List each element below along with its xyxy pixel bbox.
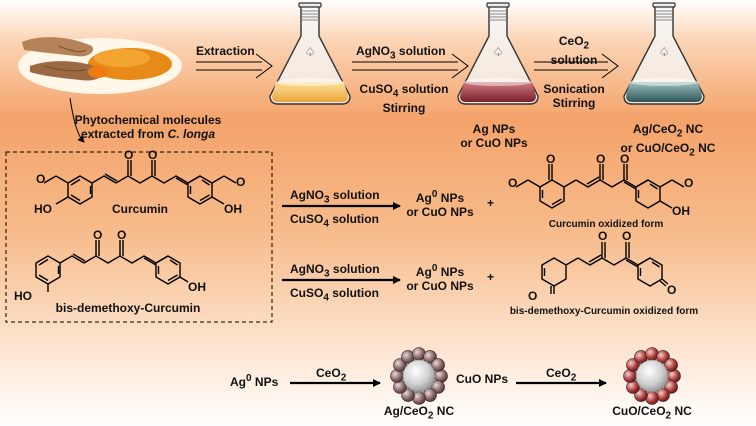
process-arrows [69, 53, 619, 143]
flask-icon: ♤ [269, 2, 351, 105]
ag-ceo2-label: Ag/CeO2 NC [383, 404, 455, 422]
bdmc-oxidized-structure [541, 242, 669, 294]
atom-oh: OH [224, 202, 242, 216]
atom-o: O [528, 289, 538, 303]
atom-oh: OH [672, 204, 690, 218]
agno3-label: AgNO3 solution [290, 188, 380, 206]
agno3-label: AgNO3 solution [356, 44, 446, 62]
curcumin-oxidized-label: Curcumin oxidized form [548, 219, 664, 230]
turmeric-image [18, 37, 182, 94]
cuso4-label: CuSO4 solution [290, 212, 379, 230]
atom-o: O [546, 152, 556, 166]
plus-sign: + [487, 196, 495, 210]
atom-ho: HO [34, 202, 52, 216]
atom-o: O [148, 148, 158, 162]
atom-o: O [684, 176, 694, 190]
bdmc-oxidized-label: bis-demethoxy-Curcumin oxidized form [509, 306, 699, 317]
curcumin-structure [43, 160, 237, 205]
atom-oh: OH [188, 280, 206, 294]
plus-sign: + [487, 270, 495, 284]
nanocomposite-icon [623, 347, 681, 405]
bdmc-label: bis-demethoxy-Curcumin [55, 301, 201, 315]
flask-icon: ♤ [457, 2, 539, 105]
atom-ho: HO [14, 289, 32, 303]
svg-text:♤: ♤ [493, 45, 504, 59]
svg-text:♤: ♤ [659, 45, 670, 59]
atom-o: O [598, 229, 608, 243]
curcumin-oxidized-structure [515, 164, 685, 209]
reaction-arrows [282, 202, 607, 387]
curcumin-label: Curcumin [111, 202, 169, 216]
atom-o: O [36, 172, 46, 186]
atom-o: O [596, 152, 606, 166]
cuso4-label: CuSO4 solution [290, 286, 379, 304]
atom-o: O [620, 152, 630, 166]
atom-o: O [508, 176, 518, 190]
cuo-ceo2-label: CuO/CeO2 NC [612, 404, 692, 422]
atom-o: O [667, 283, 677, 297]
atom-o: O [622, 229, 632, 243]
flask-icon: ♤ [623, 2, 705, 105]
ag0-start-label: Ag0 NPs [230, 373, 279, 389]
cuo-start-label: CuO NPs [456, 372, 509, 386]
agno3-label: AgNO3 solution [290, 262, 380, 280]
svg-text:♤: ♤ [305, 45, 316, 59]
ceo2-reagent-label: CeO2 [546, 366, 577, 384]
atom-o: O [236, 175, 246, 189]
nanocomposite-icon [390, 347, 448, 405]
atom-o: O [93, 228, 103, 242]
atom-o: O [124, 148, 134, 162]
ceo2-reagent-label: CeO2 [316, 366, 347, 384]
extraction-label: Extraction [196, 44, 255, 58]
atom-o: O [117, 228, 127, 242]
dashed-box [5, 151, 273, 323]
bdmc-structure [35, 240, 189, 292]
